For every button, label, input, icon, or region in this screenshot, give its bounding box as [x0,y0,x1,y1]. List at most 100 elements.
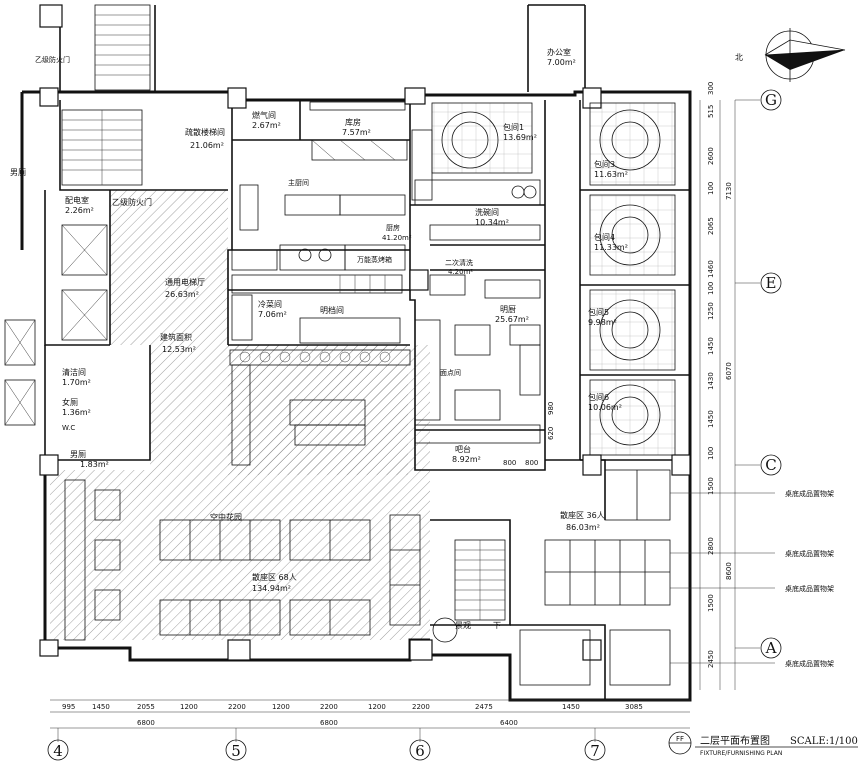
room-area: 9.98m² [588,318,617,327]
room-label: 燃气间 [252,110,276,120]
hatched-areas [50,190,430,640]
grid-label: 6 [415,742,425,760]
title-sub: FIXTURE/FURNISHING PLAN [700,750,782,757]
dim-value: 2055 [137,703,155,711]
shelf-note: 桌底成品置物架 [785,549,834,558]
dim-value: 1500 [707,477,715,495]
room-label: 办公室 [547,47,571,57]
grid-label: C [765,456,776,474]
grid-6 [409,739,431,761]
dim-value: 1200 [368,703,386,711]
room-area: 25.67m² [495,315,529,324]
dim-total: 6070 [725,362,733,380]
grid-label: 5 [231,742,241,760]
dim-value: 1500 [707,594,715,612]
grid-label: E [766,274,777,292]
room-label: 包间3 [594,159,615,169]
room-label: 男厕 [10,168,26,177]
room-label: 通用电梯厅 [165,277,205,287]
room-area: 10.06m² [588,403,622,412]
room-label: 吧台 [455,444,471,454]
room-area: 134.94m² [252,584,291,593]
room-label: 乙级防火门 [35,55,70,64]
room-label: 包间1 [503,122,524,132]
dim-value: 2600 [707,147,715,165]
dim-value: 2200 [412,703,430,711]
room-label: 包间6 [588,392,609,402]
dim-value: 1200 [180,703,198,711]
room-label: 乙级防火门 [112,197,152,207]
dim-value: 1450 [707,337,715,355]
room-label: 主厨间 [288,178,309,187]
dim-total: 8600 [725,562,733,580]
room-label: 清洁间 [62,367,86,377]
dim-value: 1450 [707,410,715,428]
dim-value: 100 [707,447,715,460]
room-label: 冷菜间 [258,299,282,309]
room-label: 包间5 [588,307,609,317]
room-area: 13.69m² [503,133,537,142]
north-arrow-icon: 北 [735,28,846,82]
dim-value: 2065 [707,217,715,235]
room-area: 4.20m² [448,268,473,276]
room-label: 建筑面积 [160,332,192,342]
elevators [4,224,108,426]
dim-value: 2200 [320,703,338,711]
dimension-lines [50,99,775,742]
room-label: 散座区 36人 [560,510,605,520]
stairs [61,4,506,621]
title-scale: SCALE:1/100 [790,736,858,747]
dim-value: 100 [707,282,715,295]
kitchen-equipment [229,101,541,466]
room-area: 12.53m² [162,345,196,354]
dim-total: 7130 [725,182,733,200]
grid-4 [47,739,69,761]
room-area: 1.36m² [62,408,91,417]
grid-a [760,637,782,659]
shelf-note: 桌底成品置物架 [785,489,834,498]
annotations: 桌底成品置物架 桌底成品置物架 桌底成品置物架 桌底成品置物架 [785,489,834,668]
dim-value: 995 [62,703,75,711]
dim-value: 1450 [562,703,580,711]
room-area: 26.63m² [165,290,199,299]
room-label: 洗碗间 [475,207,499,217]
room-labels: 疏散楼梯间 21.06m² 燃气间 2.67m² 库房 7.57m² 主厨间 厨… [10,47,628,630]
room-label: 下 [493,621,501,630]
dim-value: 300 [707,82,715,95]
dim-value: 800 [525,459,538,467]
room-area: 7.00m² [547,58,576,67]
dim-value: 800 [503,459,516,467]
grid-7 [584,739,606,761]
room-label: 面点间 [440,369,461,377]
room-label: 厨房 [386,223,400,232]
dim-value: 1430 [707,372,715,390]
dim-value: 515 [707,105,715,118]
room-label: 男厕 [70,450,86,459]
dim-value: 2800 [707,537,715,555]
dim-value: 980 [547,402,555,415]
room-label: 散座区 68人 [252,572,297,582]
grid-e [760,272,782,294]
inner-dimensions: 620 980 800 800 [503,402,555,467]
room-label: 空中花园 [210,512,242,522]
dim-value: 100 [707,182,715,195]
room-area: 1.83m² [80,460,109,469]
room-label: 景观 [455,621,471,630]
room-label: 明厨 [500,305,516,314]
bottom-dimensions: 995 1450 2055 1200 2200 1200 2200 1200 2… [62,703,643,727]
grid-label: G [765,91,777,109]
dim-value: 1250 [707,302,715,320]
grid-5 [225,739,247,761]
title-block: FF 二层平面布置图 SCALE:1/100 FIXTURE/FURNISHIN… [668,731,858,757]
dim-total: 6400 [500,719,518,727]
room-area: 11.63m² [594,170,628,179]
room-area: 11.33m² [594,243,628,252]
dim-value: 2200 [228,703,246,711]
grid-markers: 4 5 6 7 G E C A [47,89,782,761]
room-label: 疏散楼梯间 [185,127,225,137]
room-label: W.C [62,424,75,432]
grid-c [760,454,782,476]
room-label: 二次清洗 [445,258,473,267]
title-main: 二层平面布置图 [700,735,770,747]
